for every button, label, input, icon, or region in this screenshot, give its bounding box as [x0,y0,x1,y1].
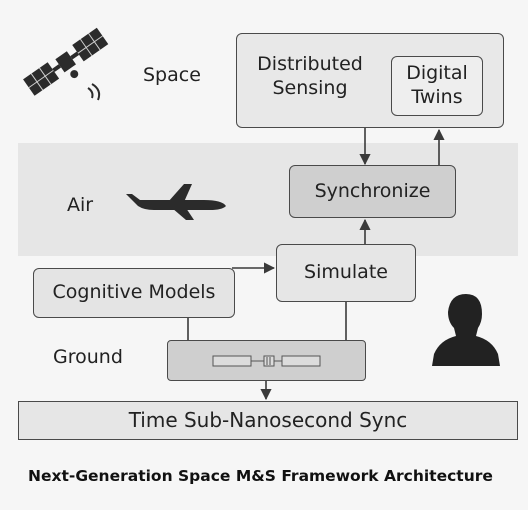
person-silhouette-icon [432,294,500,366]
simulate-label: Simulate [304,261,388,284]
layer-label-air: Air [67,194,94,216]
digital-twins-label: Digital Twins [406,62,468,108]
layer-label-ground: Ground [53,346,123,368]
distributed-sensing-label: Distributed Sensing [257,53,363,99]
airplane-icon [126,184,226,220]
digital-twins-box: Digital Twins [391,56,483,116]
synchronize-box: Synchronize [289,165,456,218]
circuit-board-icon [212,355,320,366]
cognitive-models-label: Cognitive Models [52,281,216,304]
diagram-caption: Next-Generation Space M&S Framework Arch… [28,467,493,485]
hardware-module-box [167,340,366,381]
synchronize-label: Synchronize [314,179,431,202]
layer-label-space: Space [143,64,201,86]
satellite-icon [23,27,109,101]
cognitive-models-box: Cognitive Models [33,268,235,318]
simulate-box: Simulate [276,244,416,302]
time-sync-bar: Time Sub-Nanosecond Sync [18,401,518,440]
time-sync-label: Time Sub-Nanosecond Sync [128,408,408,432]
